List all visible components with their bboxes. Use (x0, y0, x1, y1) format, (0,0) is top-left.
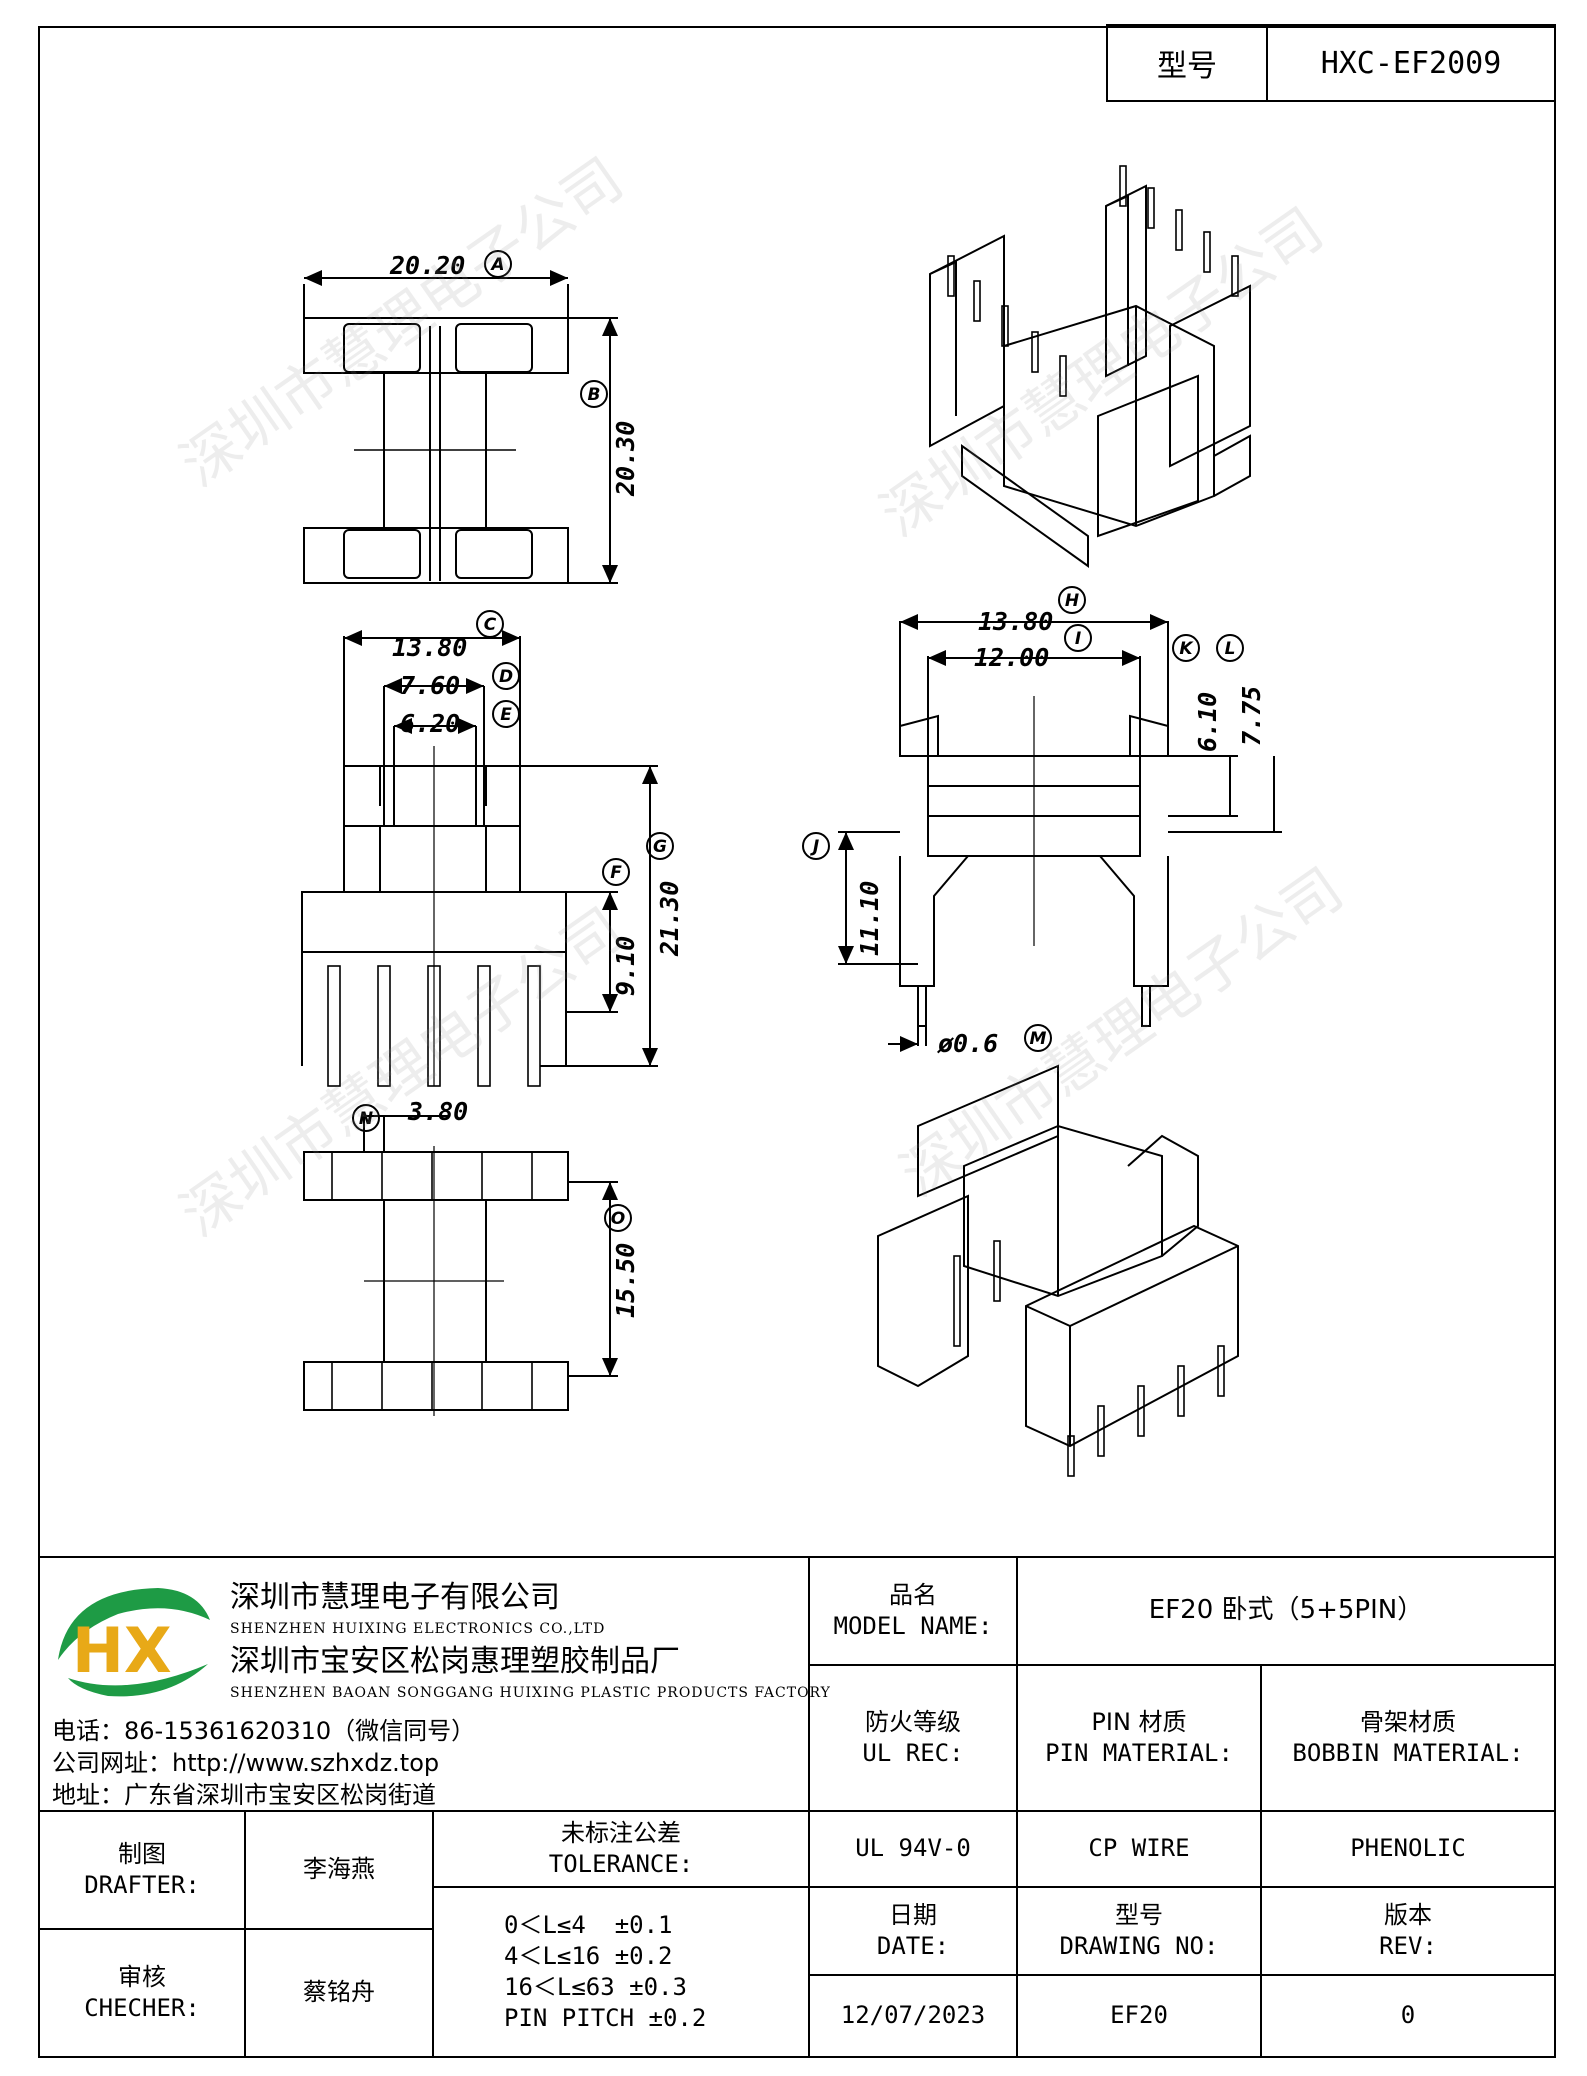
drafter-value: 李海燕 (244, 1810, 434, 1930)
reference-circle-j (802, 832, 830, 860)
factory-name-en: SHENZHEN BAOAN SONGGANG HUIXING PLASTIC … (230, 1685, 831, 1701)
reference-letter-h: H (1065, 591, 1079, 611)
reference-circle-c (476, 610, 504, 638)
reference-circle-o (604, 1204, 632, 1232)
tolerance-line: 16＜L≤63 ±0.3 (504, 1973, 687, 2001)
dim-E: 6.20 (400, 709, 460, 738)
title-block: HX 深圳市慧理电子有限公司 SHENZHEN HUIXING ELECTRON… (38, 1556, 1556, 2058)
reference-letter-d: D (499, 667, 513, 687)
svg-text:HX: HX (72, 1614, 172, 1687)
dim-M: ø0.6 (937, 1029, 998, 1058)
header-model-value: HXC-EF2009 (1266, 24, 1556, 102)
reference-letter-m: M (1030, 1029, 1047, 1049)
dim-A: 20.20 (389, 251, 465, 280)
reference-letter-c: C (484, 615, 497, 635)
reference-circle-n (352, 1104, 380, 1132)
drawing-no-value: EF20 (1016, 1974, 1262, 2058)
reference-letter-a: A (489, 255, 504, 275)
reference-letter-n: N (359, 1109, 373, 1129)
reference-circle-b (580, 380, 608, 408)
side-view (838, 614, 1282, 1052)
reference-circle-f (602, 858, 630, 886)
ul-rec-value: UL 94V-0 (808, 1810, 1018, 1888)
reference-circle-l (1216, 634, 1244, 662)
reference-letter-k: K (1179, 639, 1194, 659)
bottom-view (303, 1115, 618, 1416)
date-value: 12/07/2023 (808, 1974, 1018, 2058)
tolerance-line: PIN PITCH ±0.2 (504, 2004, 707, 2033)
dim-J: 11.10 (855, 881, 884, 956)
company-address: 地址：广东省深圳市宝安区松岗街道 (52, 1781, 436, 1809)
company-name-en: SHENZHEN HUIXING ELECTRONICS CO.,LTD (230, 1621, 606, 1637)
company-phone: 电话：86-15361620310（微信同号） (52, 1717, 476, 1745)
company-website: 公司网址：http://www.szhxdz.top (52, 1749, 440, 1777)
reference-letter-i: I (1075, 629, 1081, 649)
top-view (303, 270, 618, 584)
reference-circle-h (1058, 586, 1086, 614)
header-model-label: 型号 (1106, 24, 1268, 102)
rev-value: 0 (1260, 1974, 1556, 2058)
reference-circle-i (1064, 624, 1092, 652)
dim-I: 12.00 (974, 643, 1049, 672)
reference-letter-b: B (588, 385, 601, 405)
isometric-view-bottom (877, 1064, 1239, 1477)
dim-L: 7.75 (1237, 686, 1266, 746)
model-name-value: EF20 卧式（5+5PIN） (1016, 1556, 1556, 1666)
dim-G: 21.30 (655, 881, 684, 957)
dim-O: 15.50 (611, 1243, 640, 1318)
reference-letter-j: J (810, 837, 819, 857)
factory-name-cn: 深圳市宝安区松岗惠理塑胶制品厂 (230, 1644, 680, 1679)
checker-value: 蔡铭舟 (244, 1928, 434, 2058)
dim-H: 13.80 (978, 607, 1053, 636)
reference-letter-l: L (1225, 639, 1236, 659)
reference-letter-o: O (611, 1209, 625, 1229)
isometric-view-top (929, 165, 1251, 568)
reference-circle-d (492, 662, 520, 690)
reference-letter-e: E (500, 705, 512, 725)
dim-N: 3.80 (407, 1097, 468, 1126)
reference-circle-e (492, 700, 520, 728)
reference-circle-k (1172, 634, 1200, 662)
company-name-cn: 深圳市慧理电子有限公司 (230, 1580, 560, 1615)
company-logo: HX (58, 1588, 210, 1697)
reference-circle-a (484, 250, 512, 278)
reference-circle-m (1024, 1024, 1052, 1052)
dim-B: 20.30 (611, 421, 640, 497)
front-view (301, 630, 658, 1087)
dim-C: 13.80 (392, 633, 467, 662)
technical-drawing-area: 20.20 20.30 13.80 7.60 6.20 9.10 21.30 1… (38, 26, 1556, 1556)
tolerance-list: 0＜L≤4 ±0.1 4＜L≤16 ±0.2 16＜L≤63 ±0.3 PIN … (432, 1886, 810, 2058)
dim-D: 7.60 (400, 671, 460, 700)
technical-drawing: 20.20 20.30 13.80 7.60 6.20 9.10 21.30 1… (301, 165, 1282, 1477)
dim-K: 6.10 (1193, 692, 1222, 752)
reference-letter-f: F (610, 863, 622, 883)
reference-circle-g (646, 832, 674, 860)
tolerance-line: 0＜L≤4 ±0.1 (504, 1910, 673, 1939)
tolerance-line: 4＜L≤16 ±0.2 (504, 1941, 673, 1970)
dim-F: 9.10 (611, 936, 640, 996)
reference-letter-g: G (653, 837, 667, 857)
company-cell: HX 深圳市慧理电子有限公司 SHENZHEN HUIXING ELECTRON… (38, 1556, 830, 1812)
pin-material-value: CP WIRE (1016, 1810, 1262, 1888)
bobbin-material-value: PHENOLIC (1260, 1810, 1556, 1888)
